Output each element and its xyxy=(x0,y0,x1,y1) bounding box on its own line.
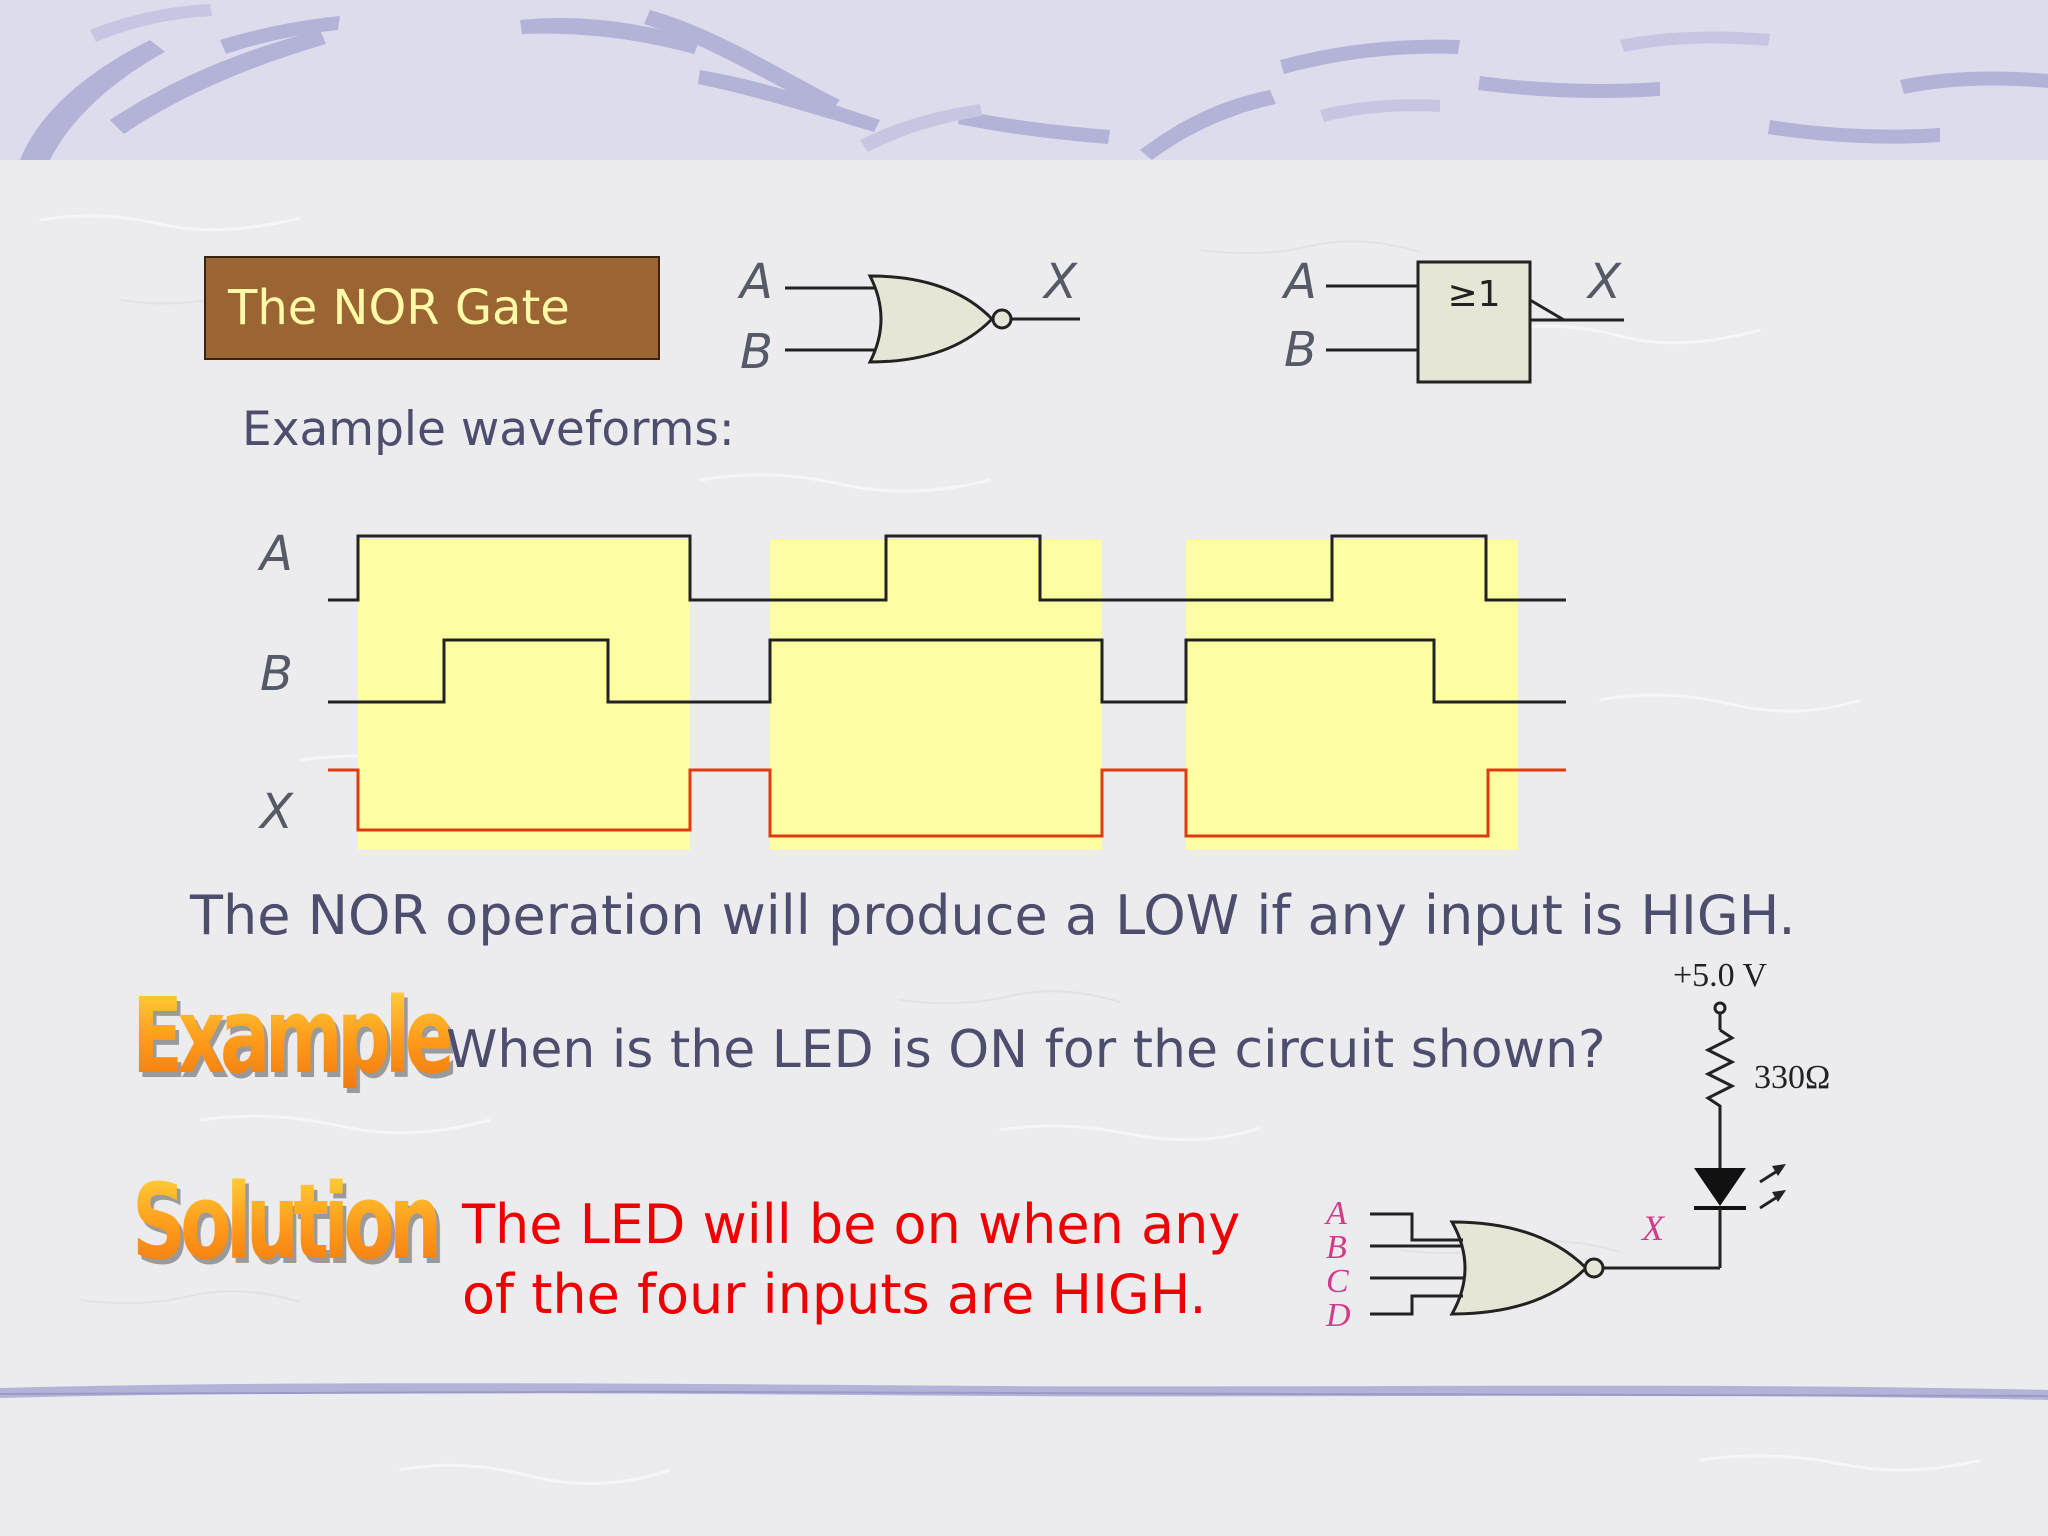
circuit-input-c-label: C xyxy=(1326,1263,1349,1300)
input-b-label: B xyxy=(740,324,773,380)
bottom-divider xyxy=(0,1383,2048,1400)
input-a-label: A xyxy=(737,254,773,310)
circuit-input-a-label: A xyxy=(1324,1195,1347,1232)
circuit-output-x-label: X xyxy=(1640,1208,1666,1248)
rect-input-a-label: A xyxy=(1281,254,1317,310)
example-question: When is the LED is ON for the circuit sh… xyxy=(446,1020,1606,1080)
title-box: The NOR Gate xyxy=(204,256,660,360)
waveform-x xyxy=(328,768,1566,838)
nor-gate-rectangular-symbol: A B ≥1 X xyxy=(1281,254,1624,384)
waveforms-heading: Example waveforms: xyxy=(242,402,735,457)
led-icon xyxy=(1694,1164,1786,1210)
example-label: Example xyxy=(132,975,456,1097)
resistor xyxy=(1704,1028,1736,1168)
circuit-input-b-label: B xyxy=(1326,1229,1347,1266)
rect-input-b-label: B xyxy=(1284,322,1317,378)
header-banner xyxy=(0,0,2048,160)
page-title: The NOR Gate xyxy=(228,280,570,336)
solution-line-1: The LED will be on when any xyxy=(462,1193,1241,1256)
highlight-regions xyxy=(358,540,1518,850)
rect-gate-label: ≥1 xyxy=(1447,274,1500,315)
led-circuit: +5.0 V 330Ω X A B C D xyxy=(1324,957,1830,1334)
solution-line-2: of the four inputs are HIGH. xyxy=(462,1263,1207,1326)
circuit-input-d-label: D xyxy=(1325,1297,1351,1334)
nor-gate-distinctive-symbol: A B X xyxy=(737,254,1080,380)
wave-label-x: X xyxy=(257,784,294,840)
waveform-b xyxy=(328,638,1566,704)
wave-label-b: B xyxy=(260,646,293,702)
rect-output-x-label: X xyxy=(1585,254,1622,310)
solution-label: Solution xyxy=(132,1161,442,1283)
wave-label-a: A xyxy=(257,526,293,582)
supply-voltage-label: +5.0 V xyxy=(1673,957,1768,994)
resistor-value-label: 330Ω xyxy=(1754,1059,1830,1096)
nor-gate-4-input xyxy=(1449,1220,1589,1316)
timing-diagram: A B X xyxy=(257,526,1566,850)
output-x-label: X xyxy=(1041,254,1078,310)
solution-answer: The LED will be on when any of the four … xyxy=(462,1190,1240,1330)
waveform-a xyxy=(328,534,1566,602)
nor-statement: The NOR operation will produce a LOW if … xyxy=(190,884,1796,947)
